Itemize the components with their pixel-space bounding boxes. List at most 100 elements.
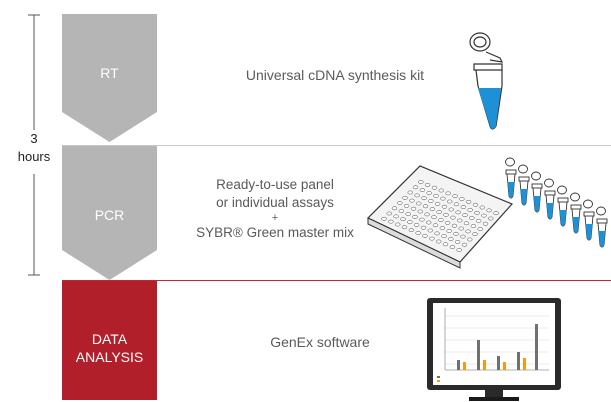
timeline-value: 3	[30, 131, 38, 146]
plate-well	[417, 209, 423, 214]
plate-well	[453, 202, 460, 207]
monitor-icon	[427, 298, 561, 401]
plate-well	[488, 216, 494, 221]
data-analysis-chevron	[62, 281, 157, 400]
plate-well	[402, 195, 408, 200]
plate-well	[452, 194, 458, 199]
plate-well	[431, 185, 438, 190]
plate-well	[428, 199, 434, 203]
plate-well	[461, 242, 468, 247]
plate-well	[441, 234, 447, 239]
strip-tube	[570, 192, 582, 234]
plate-well	[451, 223, 458, 228]
plate-well	[409, 198, 415, 203]
plate-well	[381, 216, 387, 221]
strip-tube	[557, 185, 569, 227]
data-analysis-description: GenEx software	[270, 334, 370, 350]
plate-well	[424, 183, 431, 187]
plate-well	[472, 232, 478, 237]
plate-well	[436, 239, 442, 244]
data-analysis-stage-label: DATA ANALYSIS	[75, 331, 144, 365]
plate-well	[398, 209, 405, 213]
plate-well	[467, 237, 473, 242]
plate-well	[413, 223, 420, 227]
timeline-label: 3 hours	[10, 130, 58, 174]
plate-well	[467, 208, 473, 212]
plate-well	[412, 185, 419, 190]
pcr-chevron	[62, 146, 157, 280]
stage-chevrons	[62, 14, 157, 400]
plate-well	[397, 201, 403, 205]
plate-well	[441, 204, 448, 209]
plate-well	[422, 233, 428, 238]
rt-stage-label: RT	[100, 65, 119, 81]
plate-well	[448, 207, 454, 212]
plate-well	[405, 212, 411, 216]
plate-well	[465, 229, 471, 234]
plate-well	[391, 206, 398, 211]
strip-tubes-icon	[505, 157, 608, 248]
plate-well	[419, 188, 426, 192]
plate-well	[460, 234, 466, 239]
strip-tube	[518, 164, 530, 206]
plate-well	[436, 210, 442, 214]
plate-well	[469, 216, 475, 220]
plate-well	[429, 207, 436, 211]
plate-well	[440, 196, 446, 201]
plate-well	[438, 188, 444, 193]
plate-well	[407, 190, 413, 195]
plate-well	[426, 191, 432, 195]
microtube-icon	[469, 32, 504, 130]
plate-well	[433, 193, 439, 198]
strip-tube	[505, 157, 517, 199]
plate-well	[472, 202, 479, 207]
plate-well	[393, 214, 399, 219]
plate-well	[418, 180, 424, 184]
plate-well	[465, 200, 472, 204]
plate-well	[444, 221, 451, 225]
plate-well	[386, 211, 392, 216]
plate-well	[463, 221, 470, 226]
strip-tube	[531, 171, 543, 213]
plate-well	[422, 204, 429, 209]
plate-well	[445, 191, 451, 196]
plate-well	[455, 210, 461, 215]
plate-well	[438, 218, 444, 222]
strip-tube	[583, 199, 595, 241]
plate-well	[415, 231, 421, 235]
plate-well	[446, 229, 452, 233]
plate-well	[434, 202, 441, 206]
plate-well	[426, 220, 432, 225]
pcr-description: Ready-to-use panel or individual assays …	[196, 177, 354, 240]
plate-well	[434, 231, 440, 236]
plate-well	[403, 204, 410, 208]
plate-well	[459, 197, 465, 201]
plate-well	[432, 223, 439, 228]
plate-well	[474, 210, 480, 215]
plate-well	[419, 217, 425, 222]
plate-well	[477, 227, 483, 231]
strip-tube	[544, 178, 556, 220]
plate-well	[442, 242, 449, 247]
plate-well	[429, 236, 435, 241]
plate-well	[447, 199, 453, 204]
stage-divider-pcr	[62, 280, 611, 281]
plate-well	[412, 214, 418, 219]
plate-well	[470, 224, 477, 228]
plate-well	[462, 213, 468, 218]
plate-well	[454, 240, 461, 244]
pcr-stage-label: PCR	[94, 207, 125, 223]
plate-well	[416, 201, 422, 206]
plate-well	[453, 231, 459, 236]
plate-well	[420, 225, 427, 230]
plate-well	[388, 219, 394, 224]
plate-well	[431, 215, 437, 220]
plate-well	[456, 248, 462, 252]
plate-well	[439, 226, 446, 230]
plate-well	[443, 212, 449, 217]
timeline-unit: hours	[17, 149, 51, 164]
plate-well	[407, 220, 413, 224]
plate-well	[481, 213, 487, 218]
stage-divider-rt	[62, 145, 611, 146]
plate-well	[421, 196, 427, 201]
